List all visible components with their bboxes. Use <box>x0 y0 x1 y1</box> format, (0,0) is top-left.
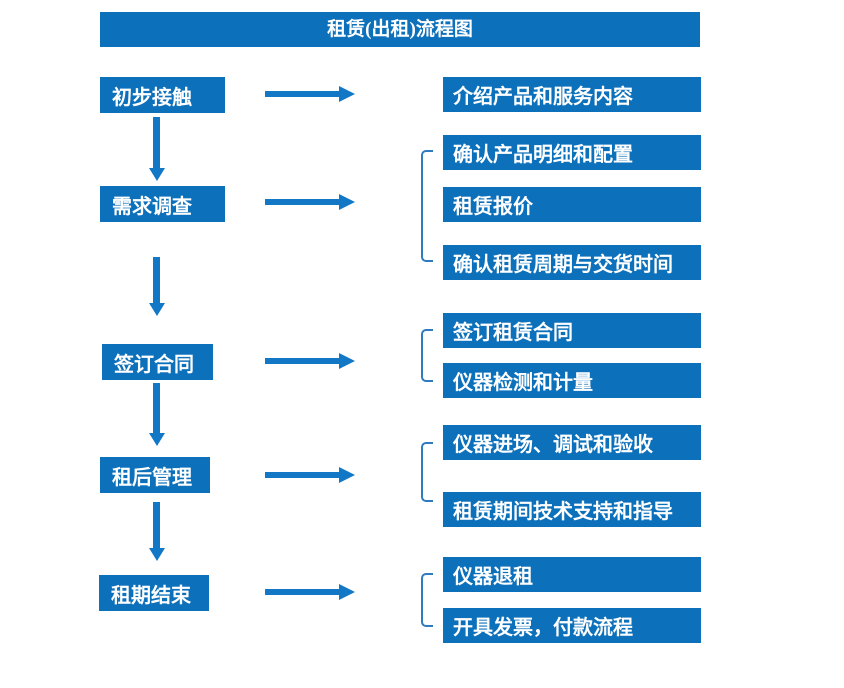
output-box-instrument-entry-acceptance: 仪器进场、调试和验收 <box>443 425 701 460</box>
arrow-head <box>339 194 355 210</box>
right-arrow-initial-contact <box>265 86 355 102</box>
right-arrow-lease-end <box>265 584 355 600</box>
arrow-stem <box>265 589 339 595</box>
down-arrow-1 <box>149 117 165 181</box>
arrow-head <box>149 168 165 181</box>
arrow-stem <box>153 383 160 434</box>
group-bracket-lease-end-outputs <box>421 573 433 627</box>
output-box-invoice-payment-process: 开具发票，付款流程 <box>443 608 701 643</box>
arrow-head <box>339 584 355 600</box>
stage-box-post-rental-management: 租后管理 <box>100 457 210 493</box>
flowchart-title: 租赁(出租)流程图 <box>100 12 700 47</box>
output-box-rental-quotation: 租赁报价 <box>443 187 701 222</box>
output-box-confirm-product-details: 确认产品明细和配置 <box>443 135 701 170</box>
group-bracket-demand-survey-outputs <box>421 150 433 262</box>
arrow-head <box>339 86 355 102</box>
stage-box-demand-survey: 需求调查 <box>100 186 225 222</box>
down-arrow-4 <box>149 502 165 561</box>
output-box-rental-period-tech-support: 租赁期间技术支持和指导 <box>443 492 701 527</box>
group-bracket-sign-contract-outputs <box>421 329 433 382</box>
arrow-stem <box>265 91 339 97</box>
right-arrow-sign-contract <box>265 353 355 369</box>
group-bracket-post-rental-outputs <box>421 442 433 502</box>
arrow-head <box>339 467 355 483</box>
output-box-intro-products-services: 介绍产品和服务内容 <box>443 77 701 112</box>
arrow-head <box>149 303 165 316</box>
arrow-stem <box>153 117 160 169</box>
output-box-instrument-testing-measurement: 仪器检测和计量 <box>443 363 701 398</box>
stage-box-initial-contact: 初步接触 <box>100 77 225 113</box>
arrow-stem <box>265 358 339 364</box>
arrow-stem <box>265 199 339 205</box>
stage-box-lease-end: 租期结束 <box>99 575 209 611</box>
arrow-stem <box>265 472 339 478</box>
stage-box-sign-contract: 签订合同 <box>102 344 213 380</box>
output-box-confirm-rental-period-delivery: 确认租赁周期与交货时间 <box>443 245 701 280</box>
right-arrow-demand-survey <box>265 194 355 210</box>
down-arrow-2 <box>149 257 165 316</box>
down-arrow-3 <box>149 383 165 446</box>
arrow-head <box>339 353 355 369</box>
right-arrow-post-rental <box>265 467 355 483</box>
output-box-sign-rental-contract: 签订租赁合同 <box>443 313 701 348</box>
arrow-stem <box>153 257 160 304</box>
arrow-head <box>149 548 165 561</box>
output-box-instrument-return: 仪器退租 <box>443 557 701 592</box>
arrow-stem <box>153 502 160 549</box>
arrow-head <box>149 433 165 446</box>
